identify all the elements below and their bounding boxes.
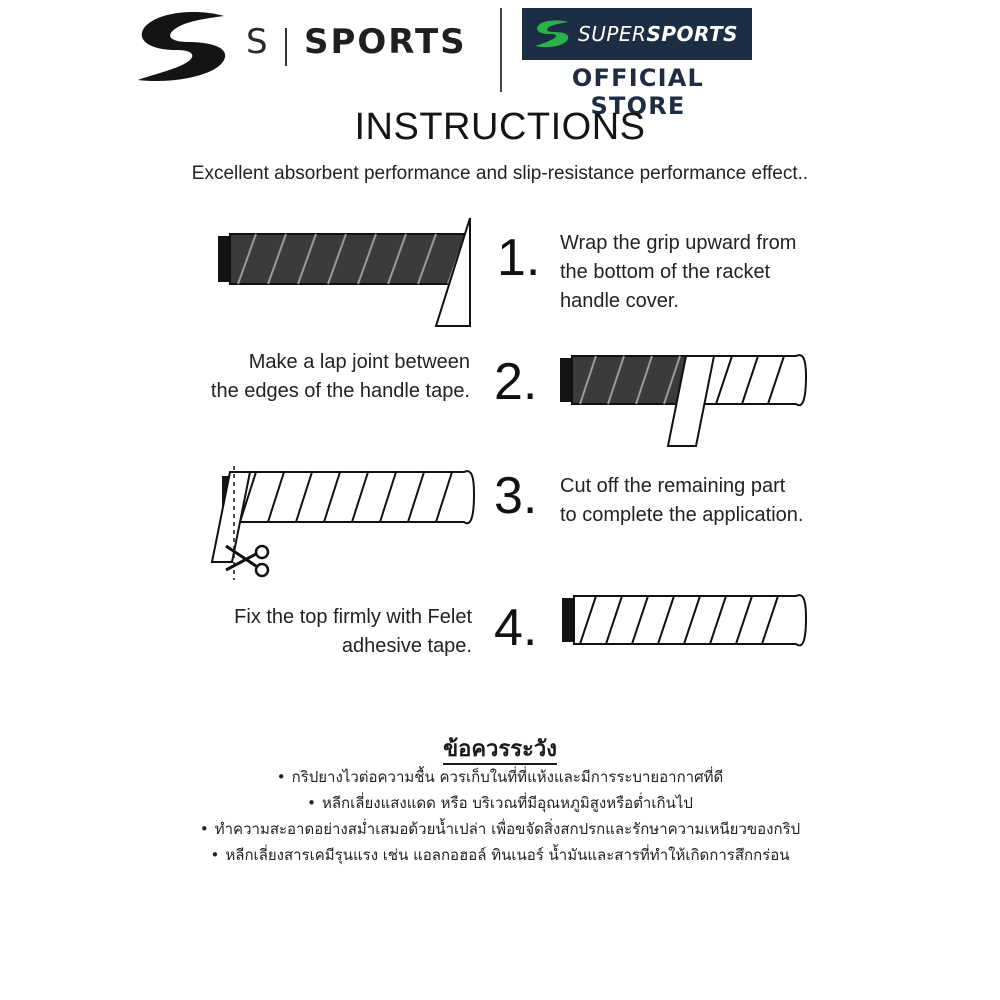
caution-item: •หลีกเลี่ยงแสงแดด หรือ บริเวณที่มีอุณหภู…	[307, 794, 693, 812]
caution-item: •ทำความสะอาดอย่างสม่ำเสมอด้วยน้ำเปล่า เพ…	[199, 820, 801, 838]
supersports-logo-icon	[535, 20, 569, 48]
step-1-number: 1.	[497, 229, 541, 287]
caution-item: •หลีกเลี่ยงสารเคมีรุนแรง เช่น แอลกอฮอล์ …	[210, 846, 790, 864]
cautions-title: ข้อควรระวัง	[0, 731, 1000, 766]
scissors-icon	[225, 544, 270, 578]
brand-divider	[285, 28, 287, 66]
official-store-label: OFFICIAL STORE	[571, 64, 705, 120]
s-sports-logo-icon	[138, 12, 226, 82]
step-2-grip-illustration	[560, 354, 808, 447]
step-3-grip-illustration	[210, 466, 476, 580]
step-1-grip-illustration	[218, 217, 471, 327]
caution-item: •กริปยางไวต่อความชื้น ควรเก็บในที่ที่แห้…	[276, 768, 724, 786]
instructions-title: INSTRUCTIONS	[354, 106, 646, 148]
header-divider	[500, 8, 502, 92]
step-3-number: 3.	[494, 467, 538, 525]
step-4-text: Fix the top firmly with Felet adhesive t…	[234, 606, 472, 657]
brand-sports: SPORTS	[304, 22, 467, 62]
supersports-badge: SUPERSPORTS	[522, 8, 752, 60]
step-4-grip-illustration	[562, 594, 808, 647]
step-3-text: Cut off the remaining part to complete t…	[560, 475, 804, 526]
step-4-number: 4.	[494, 599, 538, 657]
instructions-subtitle: Excellent absorbent performance and slip…	[191, 163, 809, 184]
store-name: SUPERSPORTS	[578, 22, 739, 46]
step-2-number: 2.	[494, 353, 538, 411]
cautions-list: •กริปยางไวต่อความชื้น ควรเก็บในที่ที่แห้…	[0, 764, 1000, 868]
brand-s: S	[246, 22, 269, 62]
step-1-text: Wrap the grip upward from the bottom of …	[560, 232, 797, 312]
step-2-text: Make a lap joint between the edges of th…	[210, 351, 470, 402]
